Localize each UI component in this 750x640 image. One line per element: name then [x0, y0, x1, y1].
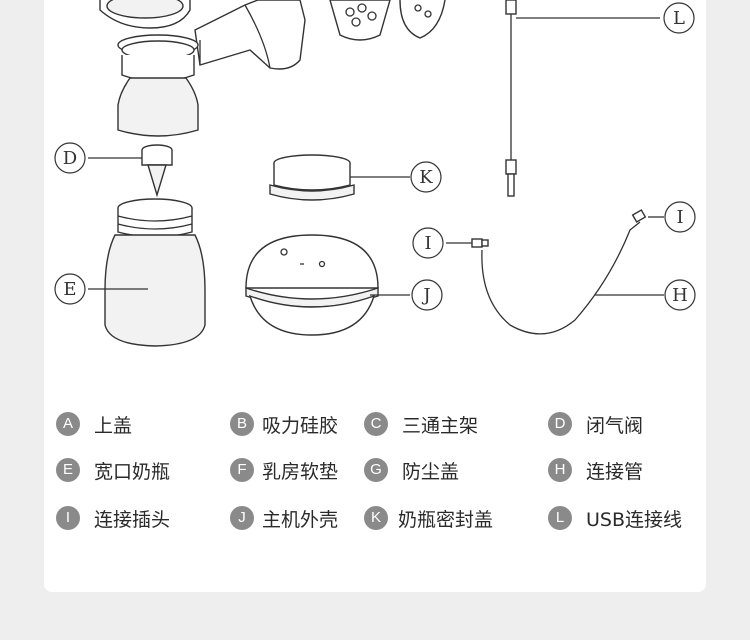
- dust-cover-part: [399, 0, 446, 39]
- exploded-parts-diagram: L D K I I E J H: [54, 0, 696, 347]
- callout-i-left: I: [412, 227, 444, 259]
- legend-item-e: E 宽口奶瓶: [56, 456, 170, 484]
- svg-text:K: K: [419, 167, 433, 188]
- legend-item-c: C 三通主架: [364, 410, 478, 438]
- legend-label: 连接插头: [94, 508, 171, 531]
- sealing-cap-part: [269, 154, 410, 201]
- callout-e: E: [54, 273, 86, 305]
- legend-item-g: G 防尘盖: [364, 456, 459, 484]
- legend-badge: J: [230, 506, 254, 530]
- legend-item-a: A 上盖: [56, 410, 132, 438]
- svg-text:H: H: [672, 285, 688, 306]
- legend-badge: B: [230, 412, 254, 436]
- legend-label: 乳房软垫: [262, 460, 339, 483]
- callout-l: L: [663, 2, 695, 34]
- usb-cable-part: [505, 0, 660, 197]
- svg-text:D: D: [63, 148, 77, 169]
- legend-badge: G: [364, 458, 388, 482]
- legend-badge: I: [56, 506, 80, 530]
- callout-i-right: I: [664, 201, 696, 233]
- callout-h: H: [664, 279, 696, 311]
- legend-label: 三通主架: [402, 414, 479, 437]
- top-cap-part: [99, 0, 191, 29]
- svg-text:I: I: [424, 233, 431, 254]
- soft-pad-part: [329, 0, 391, 41]
- legend-badge: A: [56, 412, 80, 436]
- legend-label: 上盖: [94, 414, 133, 437]
- legend-item-j: J 主机外壳: [230, 504, 338, 532]
- legend-label: 宽口奶瓶: [94, 460, 171, 483]
- legend-badge: F: [230, 458, 254, 482]
- svg-text:L: L: [673, 8, 685, 29]
- legend-badge: L: [548, 506, 572, 530]
- legend-item-i: I 连接插头: [56, 504, 170, 532]
- legend-label: 连接管: [586, 460, 644, 483]
- legend-badge: H: [548, 458, 572, 482]
- legend-item-d: D 闭气阀: [548, 410, 643, 438]
- legend-label: 闭气阀: [586, 414, 644, 437]
- legend-item-b: B 吸力硅胶: [230, 410, 338, 438]
- legend-item-h: H 连接管: [548, 456, 643, 484]
- breast-shield-part: [194, 0, 306, 70]
- legend-badge: C: [364, 412, 388, 436]
- valve-part: [88, 144, 173, 198]
- main-housing-part: [245, 234, 410, 336]
- callout-d: D: [54, 142, 86, 174]
- bottle-part: [88, 198, 206, 347]
- svg-text:I: I: [676, 207, 683, 228]
- svg-text:E: E: [63, 279, 76, 300]
- callout-j: J: [411, 279, 443, 311]
- callout-k: K: [410, 161, 442, 193]
- legend-item-l: L USB连接线: [548, 504, 682, 532]
- svg-text:J: J: [421, 285, 430, 306]
- legend-badge: K: [364, 506, 388, 530]
- legend-label: USB连接线: [586, 508, 683, 531]
- legend-item-f: F 乳房软垫: [230, 456, 338, 484]
- legend-label: 吸力硅胶: [262, 414, 339, 437]
- legend-label: 奶瓶密封盖: [398, 508, 494, 531]
- legend-label: 防尘盖: [402, 460, 460, 483]
- connection-tube-part: [446, 209, 664, 335]
- legend-badge: E: [56, 458, 80, 482]
- legend-badge: D: [548, 412, 572, 436]
- legend-label: 主机外壳: [262, 508, 339, 531]
- legend-item-k: K 奶瓶密封盖: [364, 504, 493, 532]
- upper-housing-part: [117, 34, 199, 137]
